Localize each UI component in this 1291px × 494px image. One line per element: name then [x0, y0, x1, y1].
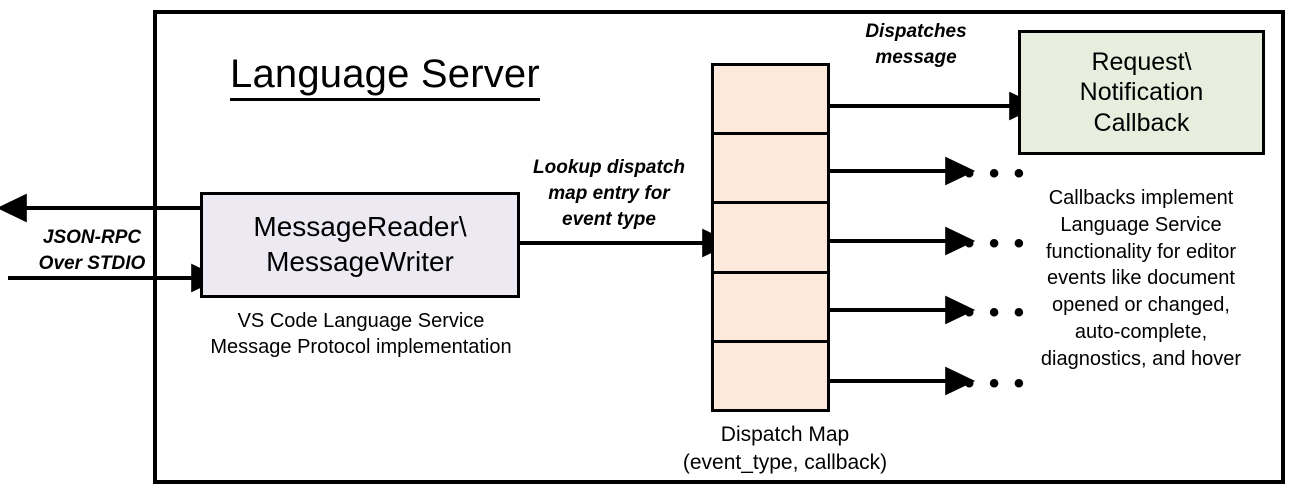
jsonrpc-transport-label: JSON-RPC Over STDIO — [38, 227, 146, 274]
callback-description: Callbacks implement Language Service fun… — [1040, 187, 1242, 370]
message-reader-writer-box[interactable]: MessageReader\ MessageWriter — [200, 192, 520, 298]
dispatch-map-row[interactable] — [714, 343, 827, 409]
dispatch-map-row[interactable] — [714, 204, 827, 274]
dispatch-map-row[interactable] — [714, 274, 827, 343]
ellipsis-row-4: • • • — [964, 296, 1028, 329]
dispatch-map-row[interactable] — [714, 135, 827, 205]
request-notification-callback-box[interactable]: Request\ Notification Callback — [1018, 30, 1265, 155]
page-title: Language Server — [230, 52, 540, 101]
dispatch-map-table[interactable] — [711, 63, 830, 412]
message-reader-writer-caption: VS Code Language Service Message Protoco… — [210, 310, 512, 359]
dispatch-map-row[interactable] — [714, 66, 827, 136]
ellipsis-row-2: • • • — [964, 157, 1028, 190]
dispatches-message-label: Dispatches message — [865, 21, 967, 69]
dispatch-map-caption: Dispatch Map (event_type, callback) — [682, 423, 888, 475]
lookup-dispatch-label: Lookup dispatch map entry for event type — [533, 157, 685, 231]
language-server-container — [153, 10, 1285, 484]
ellipsis-row-3: • • • — [964, 227, 1028, 260]
ellipsis-row-5: • • • — [964, 367, 1028, 400]
